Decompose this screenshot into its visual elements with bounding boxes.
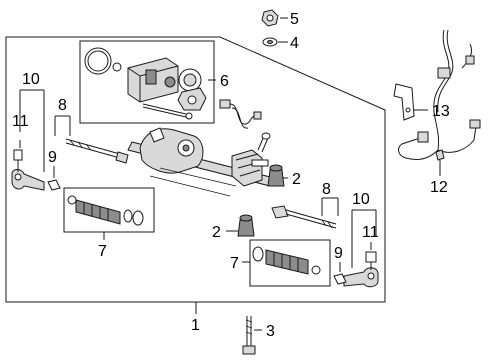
outer-tie-rod-end-right [343,251,379,288]
rack-bumper-lower [237,214,255,237]
leader-lines [19,17,441,331]
callout-2-upper: 2 [292,171,301,188]
callout-11-left: 11 [12,113,29,130]
callout-1: 1 [191,317,200,334]
motor-nut-small [112,62,122,72]
callout-3: 3 [266,323,275,340]
callout-4: 4 [290,35,299,52]
steering-boot-left [67,195,144,226]
motor-gasket-ring [84,47,112,75]
leader-8a [54,115,71,136]
outer-tie-rod-end-left [11,149,45,191]
jam-nut-left [47,179,61,191]
callout-5: 5 [290,11,299,28]
sensor-harness [219,99,262,129]
rack-bumper-upper [267,164,285,187]
boot-kit-box-left [63,187,155,233]
callout-2-lower: 2 [212,224,221,241]
wiring-harness [398,29,481,161]
mount-nut [261,9,279,27]
callout-10-left: 10 [22,71,40,88]
callout-13: 13 [432,103,450,120]
mount-bolt [242,316,256,355]
leader-10a [19,89,45,172]
motor-subassembly-box [79,40,215,124]
electric-motor [127,57,179,103]
callout-7-right: 7 [230,255,239,272]
steering-rack [127,127,275,197]
motor-bearing [178,68,202,92]
callout-12: 12 [430,179,448,196]
inner-tie-rod-left [65,138,129,164]
motor-sensor [177,87,207,111]
callout-10-right: 10 [352,191,370,208]
steering-boot-right [252,246,321,275]
mount-washer [262,37,278,47]
assembly-outline [5,36,386,303]
harness-bracket [393,83,415,121]
boot-kit-box-right [249,239,331,287]
callout-9-left: 9 [48,149,57,166]
leader-8b [321,197,339,216]
jam-nut-right [333,273,347,285]
callout-9-right: 9 [334,245,343,262]
callout-7-left: 7 [98,243,107,260]
motor-long-bolt [142,103,193,120]
callout-8-right: 8 [322,181,331,198]
leader-10b [351,209,377,268]
callout-8-left: 8 [58,97,67,114]
inner-tie-rod-right [271,205,337,229]
callout-6: 6 [220,73,229,90]
callout-11-right: 11 [362,224,379,241]
